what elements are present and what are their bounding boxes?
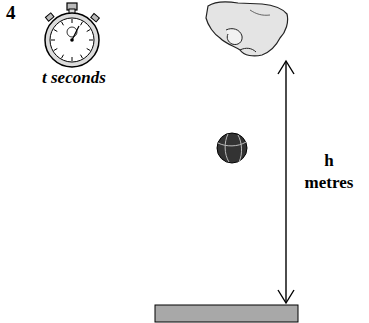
hand-drawing	[206, 2, 288, 56]
ground-slab	[155, 305, 298, 322]
height-arrow	[278, 61, 294, 303]
stopwatch-icon	[45, 3, 99, 67]
question-number: 4	[6, 2, 16, 24]
ball	[217, 133, 247, 163]
height-label: h metres	[298, 150, 360, 194]
time-label: t seconds	[42, 68, 106, 88]
